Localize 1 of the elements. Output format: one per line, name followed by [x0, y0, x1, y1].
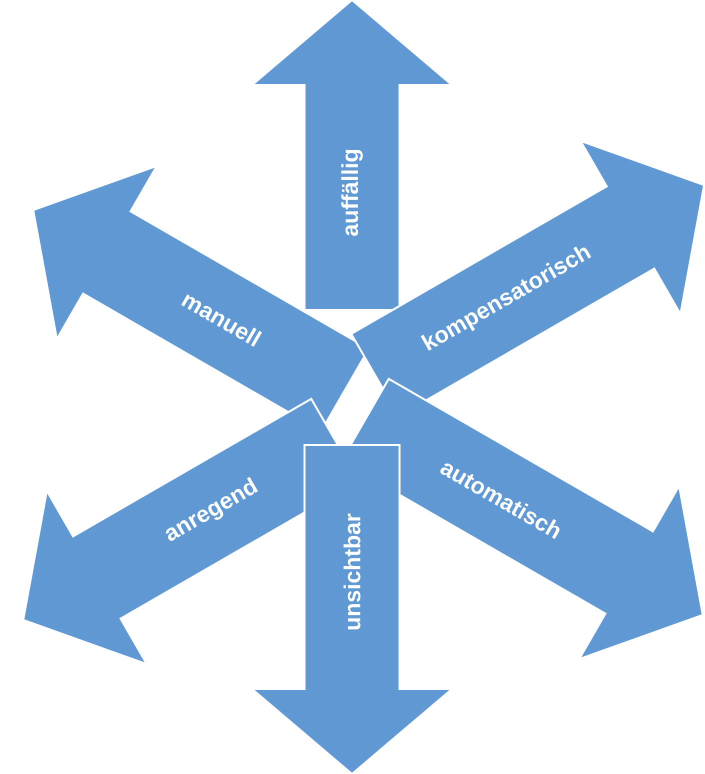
node-label: unsichtbar [344, 514, 360, 630]
